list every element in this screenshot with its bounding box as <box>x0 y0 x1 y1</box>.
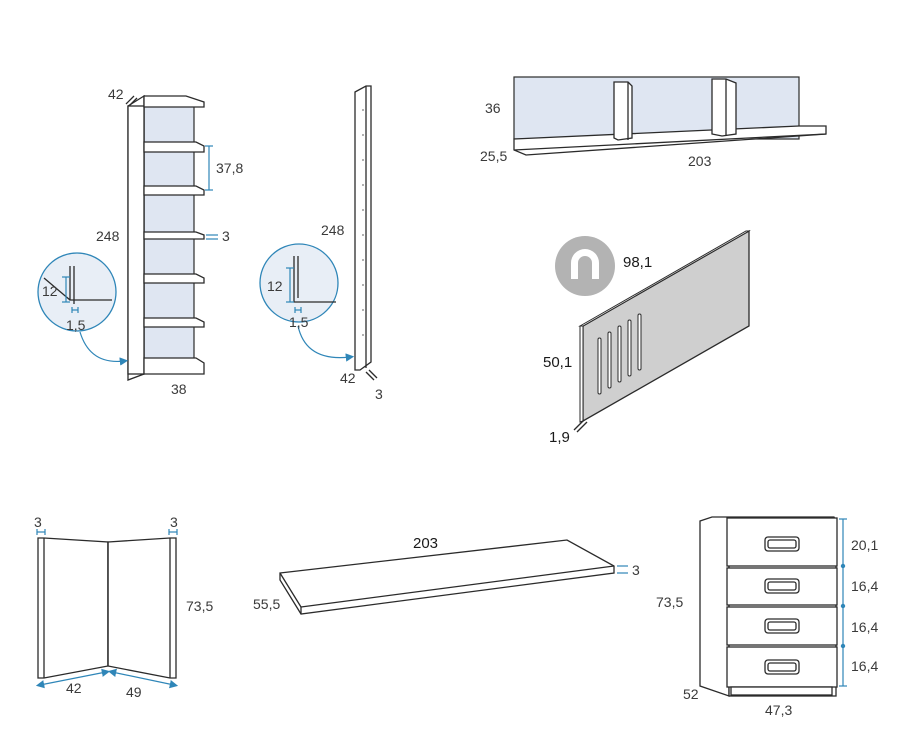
magnet-board-height-label: 50,1 <box>543 354 572 371</box>
bookcase-height-label: 248 <box>96 228 120 244</box>
magnet-board-drawing <box>573 229 751 433</box>
desk-top-drawing <box>279 539 628 615</box>
corner-panel-thick-left-label: 3 <box>34 514 42 530</box>
corner-panel-width-right-label: 49 <box>126 684 142 700</box>
bookcase-spacing-label: 37,8 <box>216 160 243 176</box>
bookcase-shelf-label: 3 <box>222 228 230 244</box>
side-panel-drawing <box>259 85 378 381</box>
drawer-unit-drawing <box>699 516 847 697</box>
drawer-unit-d4-label: 16,4 <box>851 658 878 674</box>
side-panel-height-label: 248 <box>321 222 345 238</box>
corner-panel-height-label: 73,5 <box>186 598 213 614</box>
desk-top-depth-label: 55,5 <box>253 596 280 612</box>
drawer-unit-depth-label: 52 <box>683 686 699 702</box>
bookcase-detail-h-label: 12 <box>42 283 58 299</box>
magnet-board-width-label: 98,1 <box>623 254 652 271</box>
side-panel-thick-label: 3 <box>375 386 383 402</box>
drawer-unit-d1-label: 20,1 <box>851 537 878 553</box>
wall-shelf-width-label: 203 <box>688 153 712 169</box>
bookcase-depth-label: 42 <box>108 86 124 102</box>
desk-top-width-label: 203 <box>413 535 438 552</box>
bookcase-drawing <box>37 94 218 381</box>
side-panel-detail-w-label: 1,5 <box>289 314 309 330</box>
side-panel-detail-h-label: 12 <box>267 278 283 294</box>
drawer-unit-d2-label: 16,4 <box>851 578 878 594</box>
drawer-unit-d3-label: 16,4 <box>851 619 878 635</box>
wall-shelf-drawing <box>513 76 827 156</box>
corner-panel-drawing <box>35 529 179 689</box>
corner-panel-thick-right-label: 3 <box>170 514 178 530</box>
drawer-unit-width-label: 47,3 <box>765 702 792 718</box>
bookcase-width-label: 38 <box>171 381 187 397</box>
side-panel-depth-label: 42 <box>340 370 356 386</box>
wall-shelf-depth-label: 25,5 <box>480 148 507 164</box>
bookcase-detail-w-label: 1,5 <box>66 317 86 333</box>
desk-top-thick-label: 3 <box>632 562 640 578</box>
magnet-board-thick-label: 1,9 <box>549 429 570 446</box>
wall-shelf-height-label: 36 <box>485 100 501 116</box>
drawer-unit-height-label: 73,5 <box>656 594 683 610</box>
corner-panel-width-left-label: 42 <box>66 680 82 696</box>
magnet-icon <box>555 236 615 296</box>
